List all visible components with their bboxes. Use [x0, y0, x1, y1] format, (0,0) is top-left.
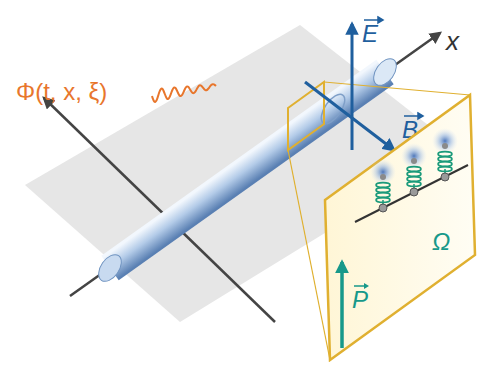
- vector-label: P: [352, 288, 368, 312]
- spring-coil: [376, 188, 390, 193]
- spring-coil: [438, 157, 452, 162]
- spring-coil: [376, 193, 390, 198]
- tube-end: [94, 251, 126, 286]
- zoom-line: [324, 82, 470, 95]
- zoom-line: [288, 150, 330, 360]
- frequency-label: Ω: [432, 230, 450, 254]
- vector-label: E: [362, 22, 378, 46]
- inset-frame: [325, 95, 475, 360]
- charge: [411, 158, 417, 164]
- spring-coil: [407, 167, 421, 172]
- charge: [442, 143, 448, 149]
- lattice-site: [441, 173, 449, 181]
- charge-cloud: [432, 128, 458, 154]
- field-label: Φ(t, x, ξ): [16, 80, 107, 104]
- lattice-site: [410, 188, 418, 196]
- tube-end: [369, 55, 401, 90]
- e-field-arrow: [351, 24, 354, 150]
- lattice-site: [379, 204, 387, 212]
- spring-coil: [407, 172, 421, 177]
- spring-coil: [376, 183, 390, 188]
- charge-cloud: [401, 143, 427, 169]
- polarization-arrow: [340, 262, 344, 348]
- charge: [380, 174, 386, 180]
- wave: [152, 84, 216, 102]
- spring-coil: [407, 177, 421, 182]
- inset-panel: PΩ: [318, 92, 478, 362]
- vector-accent: [354, 285, 364, 287]
- spring-coil: [438, 152, 452, 157]
- spring-coil: [438, 162, 452, 167]
- inset-outline: [318, 92, 478, 362]
- b-field-arrow: [305, 82, 394, 150]
- charge-cloud: [370, 159, 396, 185]
- axis-label: x: [446, 28, 459, 54]
